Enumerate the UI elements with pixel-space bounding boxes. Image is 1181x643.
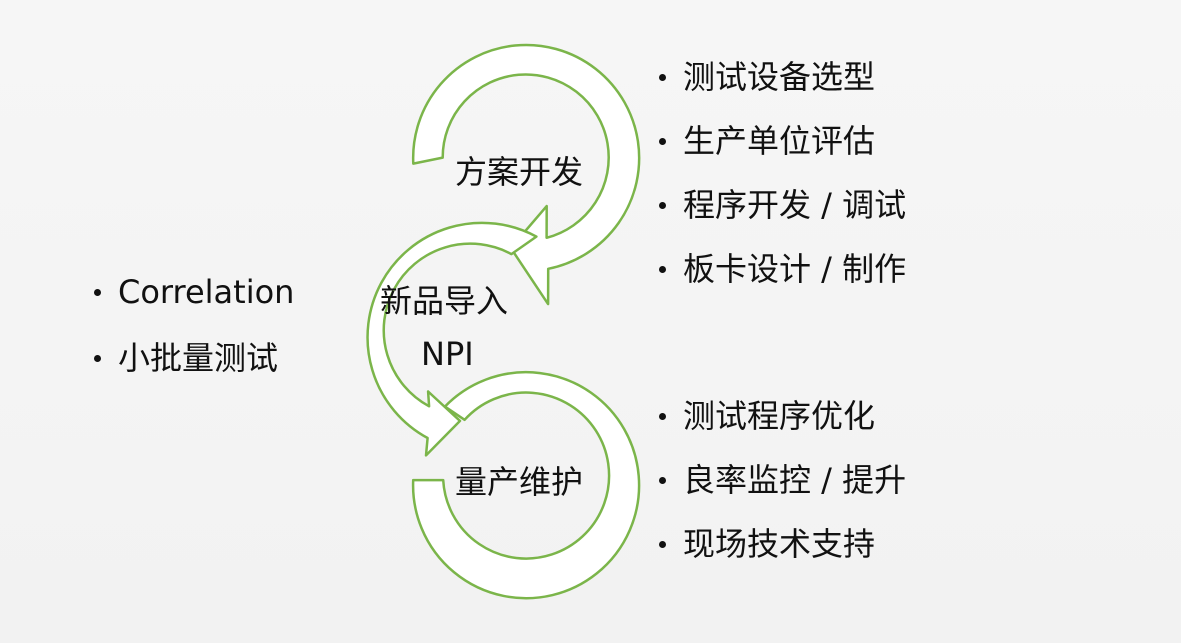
stage-label-solution-development: 方案开发 [455, 153, 584, 191]
list-item: 生产单位评估 [657, 121, 906, 161]
mass-production-tasks-list: 测试程序优化 良率监控 / 提升 现场技术支持 [657, 396, 906, 588]
solution-development-tasks-list: 测试设备选型 生产单位评估 程序开发 / 调试 板卡设计 / 制作 [657, 57, 906, 313]
npi-tasks-list: Correlation 小批量测试 [92, 272, 294, 404]
stage-label-new-product-introduction: 新品导入 [380, 282, 509, 320]
arc-arrow-stage-2 [366, 221, 538, 457]
list-item: Correlation [92, 272, 294, 312]
arc-arrow-stage-1 [411, 43, 641, 306]
list-item: 测试设备选型 [657, 57, 906, 97]
list-item: 板卡设计 / 制作 [657, 249, 906, 289]
list-item: 测试程序优化 [657, 396, 906, 436]
list-item: 良率监控 / 提升 [657, 460, 906, 500]
list-item: 小批量测试 [92, 338, 294, 378]
list-item: 程序开发 / 调试 [657, 185, 906, 225]
stage-sublabel-npi: NPI [421, 335, 474, 373]
stage-label-mass-production-maintenance: 量产维护 [455, 463, 584, 501]
list-item: 现场技术支持 [657, 524, 906, 564]
arc-arrow-stage-3 [411, 370, 641, 600]
